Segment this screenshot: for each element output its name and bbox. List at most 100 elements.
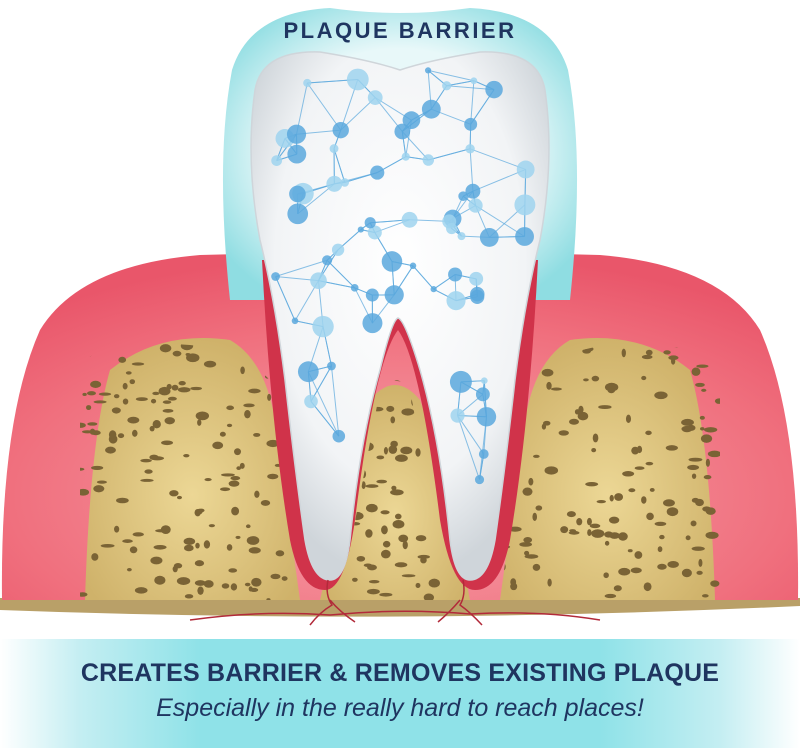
network-node	[304, 394, 318, 409]
bone-pore	[609, 494, 614, 502]
bone-pore	[585, 481, 599, 487]
bone-pore	[583, 378, 589, 382]
bone-pore	[93, 400, 107, 404]
network-node	[470, 289, 485, 304]
network-link	[446, 80, 474, 87]
bone-pore	[381, 525, 388, 535]
bone-pore	[643, 582, 652, 592]
network-node	[367, 225, 382, 240]
bone-pore	[376, 479, 388, 484]
bone-pore	[383, 446, 388, 455]
bone-pore	[183, 453, 190, 458]
bone-pore	[150, 556, 163, 565]
bone-pore	[645, 461, 654, 466]
bone-pore	[667, 560, 679, 568]
bone-pore	[596, 499, 606, 504]
network-node	[384, 285, 404, 305]
bone-pore	[604, 593, 617, 599]
bone-pore	[603, 572, 609, 579]
bone-pore	[118, 356, 127, 363]
bone-pore	[127, 416, 140, 424]
bone-pore	[203, 580, 214, 588]
network-node	[312, 315, 334, 338]
network-node	[422, 154, 435, 166]
bone-pore	[365, 484, 379, 488]
bone-pore	[244, 409, 251, 419]
bone-pore	[234, 448, 242, 456]
bone-pore	[691, 367, 701, 376]
bone-pore	[221, 583, 230, 589]
bone-pore	[560, 526, 569, 534]
network-node	[514, 194, 536, 216]
bone-pore	[144, 469, 153, 474]
network-node	[464, 117, 478, 131]
network-node	[326, 175, 343, 192]
bone-pore	[153, 544, 167, 550]
bone-pore	[140, 478, 154, 482]
bone-pore	[604, 382, 619, 392]
bone-pore	[699, 415, 705, 420]
bone-pore	[535, 505, 543, 511]
bone-pore	[702, 506, 711, 512]
bone-pore	[197, 419, 202, 426]
bone-pore	[700, 427, 705, 431]
bone-pore	[394, 562, 408, 568]
bone-pore	[96, 480, 107, 484]
bone-pore	[654, 391, 668, 400]
network-node	[346, 68, 369, 91]
network-node	[450, 408, 465, 423]
bone-pore	[391, 485, 397, 491]
network-node	[370, 165, 385, 180]
bone-pore	[176, 495, 182, 500]
network-link	[475, 205, 525, 237]
bone-pore	[169, 490, 179, 497]
bone-pore	[254, 490, 260, 498]
network-node	[322, 255, 333, 266]
network-node	[271, 155, 283, 166]
bone-pore	[544, 466, 559, 475]
bone-pore	[100, 543, 115, 548]
network-node	[289, 185, 306, 203]
bone-pore	[380, 549, 391, 559]
network-link	[275, 259, 328, 278]
bone-pore	[587, 529, 592, 536]
bone-pore	[420, 556, 427, 564]
tooth-illustration	[0, 8, 800, 626]
bone-pore	[691, 473, 697, 479]
bone-pore	[183, 537, 196, 545]
bone-pore	[166, 383, 172, 390]
network-node	[446, 222, 458, 235]
bone-pore	[390, 440, 398, 448]
network-node	[470, 77, 478, 85]
network-node	[449, 370, 472, 393]
bone-pore	[379, 592, 393, 597]
bone-pore	[558, 430, 569, 436]
network-node	[485, 80, 503, 99]
network-link	[275, 276, 296, 321]
bone-pore	[122, 539, 133, 543]
bone-pore	[591, 447, 597, 453]
bone-pore	[235, 535, 241, 539]
bone-pore	[707, 450, 720, 458]
network-node	[332, 121, 349, 139]
bone-pore	[230, 583, 238, 591]
network-node	[469, 271, 484, 286]
network-node	[457, 232, 466, 241]
bone-pore	[401, 574, 416, 578]
bone-pore	[80, 422, 86, 428]
bone-pore	[195, 411, 210, 421]
bone-pore	[415, 535, 427, 542]
network-node	[468, 198, 483, 213]
bone-pore	[85, 405, 92, 411]
bone-pore	[681, 418, 694, 426]
network-node	[332, 429, 346, 443]
bone-pore	[177, 387, 191, 393]
bone-pore	[178, 381, 186, 386]
bone-pore	[203, 540, 211, 549]
bone-pore	[609, 532, 620, 539]
bone-pore	[400, 446, 413, 455]
network-node	[287, 203, 309, 225]
bone-pore	[161, 440, 174, 446]
bone-pore	[696, 364, 709, 368]
network-node	[381, 251, 403, 272]
